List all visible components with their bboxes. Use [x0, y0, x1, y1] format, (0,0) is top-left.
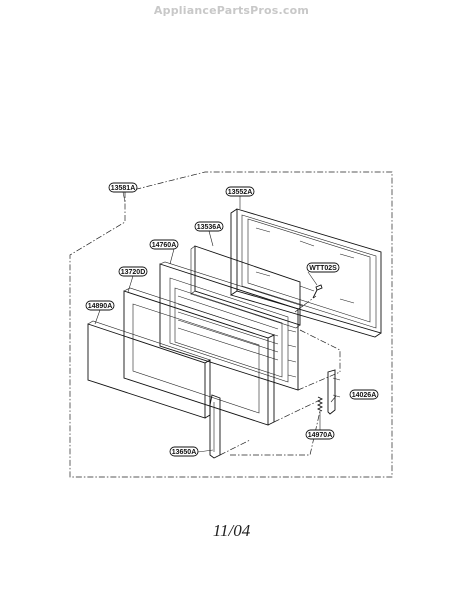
label-choke: 14760A: [149, 239, 179, 250]
label-rear-frame: 13552A: [225, 186, 255, 197]
screw-part: [312, 284, 323, 299]
svg-text:14026A: 14026A: [352, 392, 377, 399]
latch-hook-part: [327, 369, 341, 415]
inner-panel-part: [190, 245, 301, 329]
watermark-text: AppliancePartsPros.com: [153, 4, 310, 17]
svg-text:13552A: 13552A: [228, 189, 253, 196]
svg-text:14760A: 14760A: [152, 242, 177, 249]
label-front-glass: 14890A: [85, 300, 115, 311]
label-spring: 14970A: [305, 429, 335, 440]
leader-lines: [94, 191, 337, 453]
door-frame-part: [123, 287, 275, 426]
svg-text:WTT02S: WTT02S: [309, 265, 337, 272]
rear-frame-part: [230, 208, 382, 338]
label-inner-panel: 13536A: [194, 221, 224, 232]
label-latch-hook: 14026A: [349, 389, 379, 400]
spring-part: [316, 396, 324, 412]
label-assembly: 13581A: [108, 182, 138, 193]
label-screw: WTT02S: [306, 262, 340, 273]
handle-part: [209, 394, 221, 459]
svg-text:13581A: 13581A: [111, 185, 136, 192]
assembly-boundary: [69, 171, 393, 478]
svg-text:14890A: 14890A: [88, 303, 113, 310]
svg-text:13536A: 13536A: [197, 224, 222, 231]
label-door-frame: 13720D: [118, 266, 148, 277]
label-handle: 13650A: [169, 446, 199, 457]
svg-text:13650A: 13650A: [172, 449, 197, 456]
alignment-lines: [219, 295, 341, 456]
front-glass-part: [87, 320, 211, 419]
svg-text:13720D: 13720D: [121, 269, 146, 276]
svg-text:14970A: 14970A: [308, 432, 333, 439]
footer-code: 11/04: [212, 521, 251, 540]
